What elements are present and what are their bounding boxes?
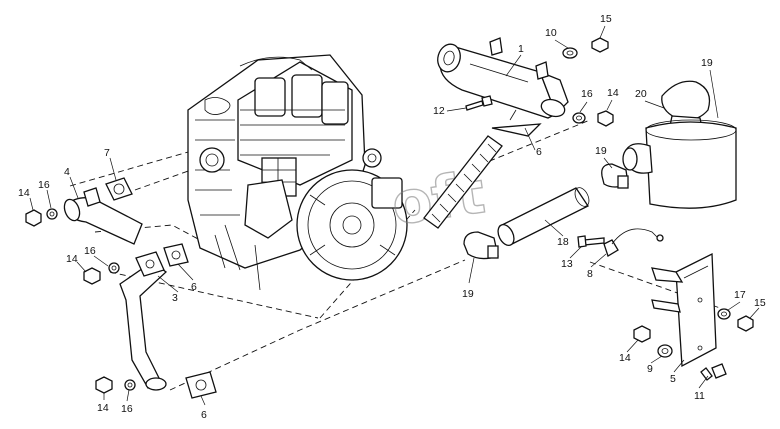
- callout-15-top: 15: [600, 13, 612, 25]
- callout-14-left2: 14: [66, 253, 78, 265]
- washer-9: [657, 344, 673, 358]
- muffler: [437, 37, 569, 119]
- washer-16-left2: [108, 262, 120, 274]
- leader-lines: [29, 25, 760, 406]
- nut-15-top: [591, 37, 609, 53]
- callout-6-bottom: 6: [201, 409, 207, 421]
- nut-15-right: [737, 315, 754, 332]
- bolt-11: [700, 363, 727, 381]
- nut-14-bottom: [95, 376, 113, 394]
- callout-9: 9: [647, 363, 653, 375]
- callout-15-right: 15: [754, 297, 766, 309]
- nut-14-left: [25, 209, 42, 227]
- washer-10: [562, 47, 578, 59]
- callout-1: 1: [518, 43, 524, 55]
- callout-20: 20: [635, 88, 647, 100]
- callout-5: 5: [670, 373, 676, 385]
- callout-10: 10: [545, 27, 557, 39]
- callout-19-top: 19: [701, 57, 713, 69]
- washer-16-mid: [572, 112, 586, 124]
- nut-14-left2: [83, 267, 101, 285]
- bolt-13: [577, 235, 605, 248]
- callout-14-left: 14: [18, 187, 30, 199]
- callout-8: 8: [587, 268, 593, 280]
- exhaust-pipe-3: [119, 251, 168, 391]
- clamp-19-bottom: [463, 231, 499, 260]
- callout-14-mid: 14: [607, 87, 619, 99]
- callout-12: 12: [433, 105, 445, 117]
- bolt-12: [465, 95, 493, 111]
- clamp-19-top: [601, 163, 629, 189]
- washer-17: [717, 308, 731, 320]
- nut-14-right: [633, 325, 651, 343]
- nut-14-mid: [597, 110, 614, 127]
- callout-7: 7: [104, 147, 110, 159]
- elbow-4: [63, 187, 143, 245]
- callout-19-bottom: 19: [462, 288, 474, 300]
- callout-14-right: 14: [619, 352, 631, 364]
- callout-6-mid: 6: [536, 146, 542, 158]
- callout-11: 11: [694, 390, 705, 402]
- clip-8: [603, 228, 664, 257]
- callout-18: 18: [557, 236, 569, 248]
- callout-16-mid: 16: [581, 88, 593, 100]
- callout-16-bottom: 16: [121, 403, 133, 415]
- callout-3: 3: [172, 292, 178, 304]
- engine-block: [187, 54, 408, 291]
- gasket-6-left: [163, 243, 189, 267]
- callout-16-left: 16: [38, 179, 50, 191]
- flex-pipe-18: [497, 187, 590, 247]
- gasket-7: [105, 177, 133, 201]
- washer-16-bottom: [124, 379, 136, 391]
- washer-16-left: [46, 208, 58, 220]
- callout-14-bottom: 14: [97, 402, 109, 414]
- air-cleaner: [622, 80, 737, 209]
- callout-17: 17: [734, 289, 746, 301]
- tail-pipe-spiral: [423, 109, 542, 229]
- callout-13: 13: [561, 258, 573, 270]
- callout-4: 4: [64, 166, 70, 178]
- callout-16-left2: 16: [84, 245, 96, 257]
- callout-labels: 15 10 1 19 16 14 20 12 6 19 7 4 14 16 18…: [18, 13, 766, 421]
- callout-6-left: 6: [191, 281, 197, 293]
- callout-19-clamp: 19: [595, 145, 607, 157]
- gasket-6-bottom: [185, 371, 217, 399]
- bracket-5: [651, 252, 717, 368]
